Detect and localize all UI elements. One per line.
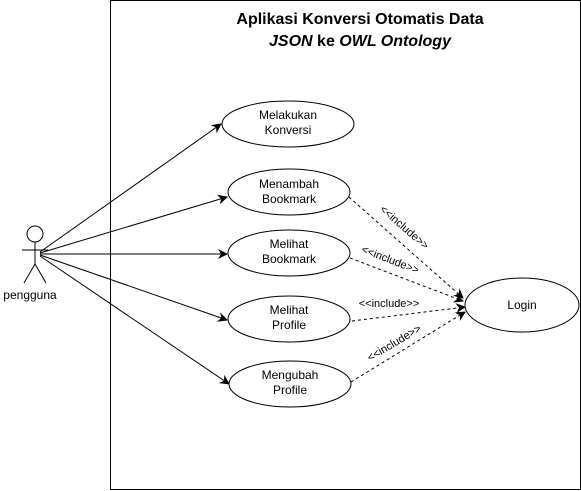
association-konversi <box>39 123 222 253</box>
actor-pengguna <box>22 225 48 284</box>
use-case-label: Profile <box>272 318 306 332</box>
use-case-label: Melihat <box>270 237 309 251</box>
actor-head <box>26 225 44 243</box>
use-case-label: Menambah <box>259 177 319 191</box>
use-case-melihat-bookmark[interactable]: Melihat Bookmark <box>227 229 351 277</box>
association-melihat-profile <box>39 254 228 322</box>
use-case-login[interactable]: Login <box>464 277 580 333</box>
system-title-line1: Aplikasi Konversi Otomatis Data <box>236 11 483 28</box>
use-case-label: Konversi <box>265 123 312 137</box>
association-menambah-bookmark <box>39 194 228 254</box>
include-melihat-bookmark-login <box>349 257 464 303</box>
include-label-3: <<include>> <box>359 298 420 310</box>
association-mengubah-profile <box>39 255 230 385</box>
use-case-label: Melihat <box>270 303 309 317</box>
use-case-label: Mengubah <box>262 368 319 382</box>
use-case-label: Profile <box>273 383 307 397</box>
include-menambah-bookmark-login <box>348 196 464 299</box>
use-case-mengubah-profile[interactable]: Mengubah Profile <box>228 360 352 408</box>
use-case-label: Bookmark <box>262 192 317 206</box>
use-case-label: Melakukan <box>259 108 317 122</box>
include-mengubah-profile-login <box>350 311 466 383</box>
use-case-label: Login <box>507 298 536 312</box>
actor-leg-left <box>23 263 36 284</box>
use-case-melihat-profile[interactable]: Melihat Profile <box>227 295 351 343</box>
actor-label: pengguna <box>3 288 57 302</box>
actor-leg-right <box>34 263 47 284</box>
use-case-menambah-bookmark[interactable]: Menambah Bookmark <box>227 168 351 216</box>
system-title-line2: JSON ke OWL Ontology <box>269 33 452 50</box>
use-case-melakukan-konversi[interactable]: Melakukan Konversi <box>221 100 355 148</box>
include-melihat-profile-login <box>351 303 466 322</box>
use-case-label: Bookmark <box>262 252 317 266</box>
